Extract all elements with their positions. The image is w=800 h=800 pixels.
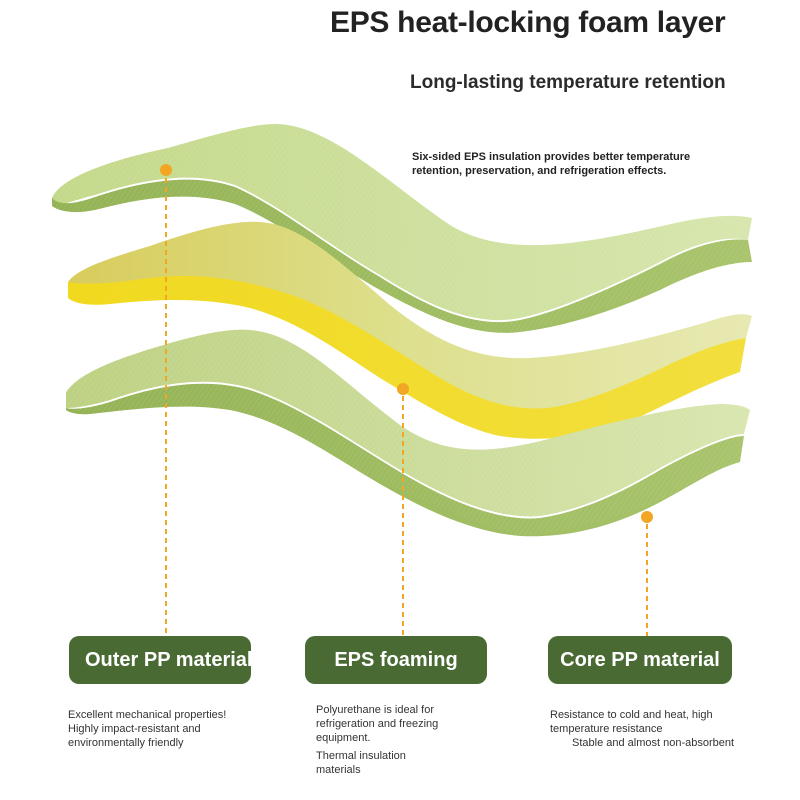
core-pp-note-2: Stable and almost non-absorbent <box>572 737 735 749</box>
core-pp-label: Core PP material <box>548 636 732 684</box>
outer-pp-layer <box>52 124 752 333</box>
outer-pp-note-1: Excellent mechanical properties! <box>68 709 227 721</box>
outer-pp-notes: Excellent mechanical properties! Highly … <box>68 708 268 750</box>
eps-foam-layer <box>68 221 752 439</box>
outer-pp-label: Outer PP material <box>69 636 251 684</box>
eps-foaming-note-2: Thermal insulation materials <box>316 750 406 776</box>
insulation-description: Six-sided EPS insulation provides better… <box>412 151 691 177</box>
core-pp-notes: Resistance to cold and heat, high temper… <box>550 708 770 750</box>
outer-pp-marker <box>160 164 172 176</box>
eps-foaming-note-1: Polyurethane is ideal for refrigeration … <box>316 704 439 744</box>
page-title: EPS heat-locking foam layer <box>330 6 726 39</box>
outer-pp-note-2: Highly impact-resistant and environmenta… <box>68 723 201 749</box>
eps-foam-marker <box>397 383 409 395</box>
core-pp-marker <box>641 511 653 523</box>
eps-foaming-label: EPS foaming <box>305 636 487 684</box>
core-pp-note-1: Resistance to cold and heat, high temper… <box>550 709 713 735</box>
page-subtitle: Long-lasting temperature retention <box>410 72 726 93</box>
core-pp-layer <box>66 329 750 537</box>
eps-foaming-notes: Polyurethane is ideal for refrigeration … <box>316 703 476 777</box>
